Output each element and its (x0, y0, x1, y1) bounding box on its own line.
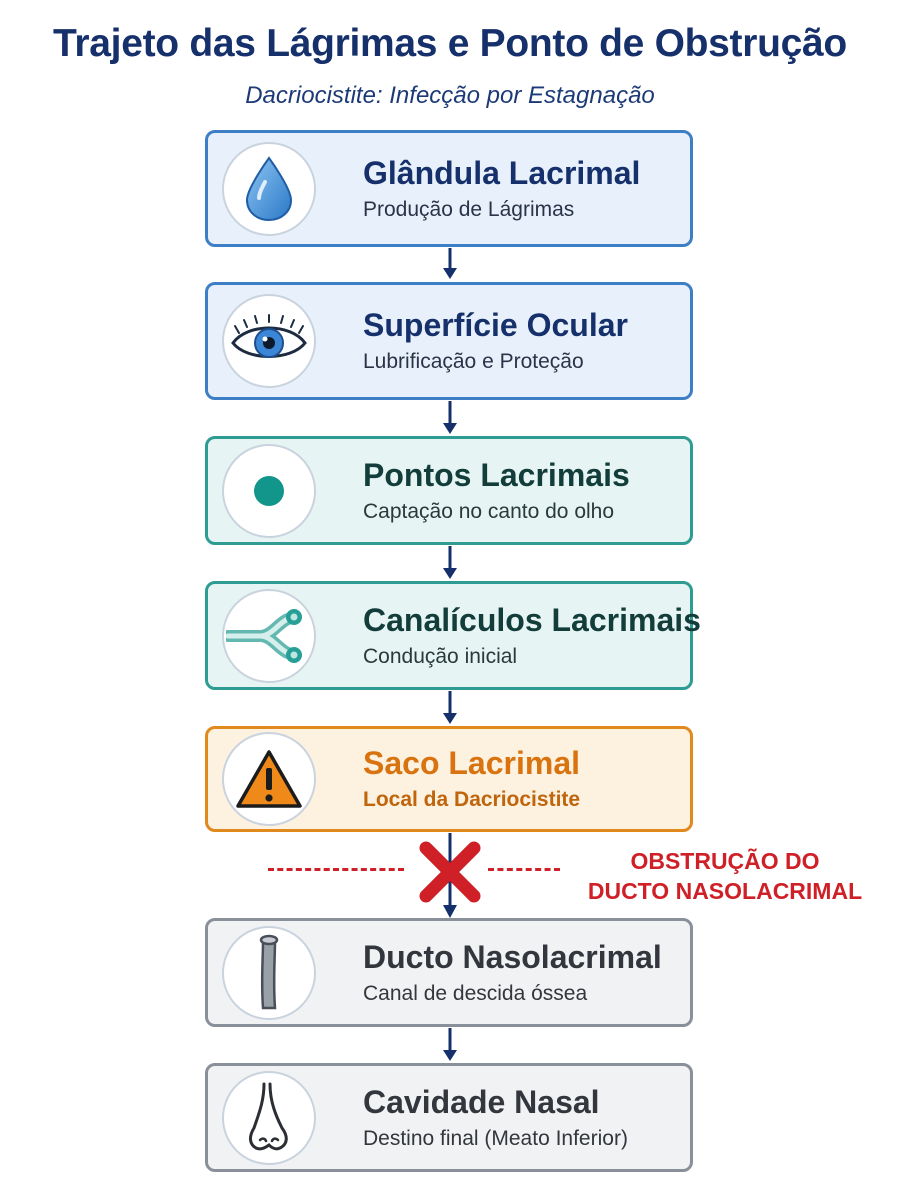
obstruction-dashed-line-left (268, 868, 404, 871)
dot-icon (254, 475, 284, 506)
icon-badge (222, 1070, 316, 1165)
blocked-x-icon (419, 841, 481, 903)
step-desc: Captação no canto do olho (363, 499, 615, 523)
step-desc: Canal de descida óssea (363, 981, 588, 1005)
down-arrow-icon (443, 1028, 457, 1061)
step-superficie-ocular: Superfície Ocular Lubrificação e Proteçã… (205, 282, 693, 400)
obstruction-label: OBSTRUÇÃO DO DUCTO NASOLACRIMAL (560, 846, 890, 906)
icon-badge (222, 732, 316, 826)
step-desc: Destino final (Meato Inferior) (363, 1126, 628, 1150)
down-arrow-icon (443, 401, 457, 434)
icon-badge (222, 141, 316, 236)
step-desc: Lubrificação e Proteção (363, 350, 584, 373)
eye-icon (231, 314, 307, 358)
page-title: Trajeto das Lágrimas e Ponto de Obstruçã… (53, 22, 847, 65)
step-name: Pontos Lacrimais (363, 456, 630, 493)
step-name: Superfície Ocular (363, 307, 628, 343)
nose-icon (249, 1082, 288, 1150)
step-pontos-lacrimais: Pontos Lacrimais Captação no canto do ol… (205, 436, 693, 545)
obstruction-label-line2: DUCTO NASOLACRIMAL (587, 878, 863, 904)
step-name: Saco Lacrimal (363, 745, 580, 781)
step-ducto-nasolacrimal: Ducto Nasolacrimal Canal de descida ósse… (205, 918, 693, 1027)
step-canaliculos-lacrimais: Canalículos Lacrimais Condução inicial (205, 581, 701, 690)
down-arrow-icon (443, 691, 457, 724)
icon-badge (222, 294, 316, 388)
step-cavidade-nasal: Cavidade Nasal Destino final (Meato Infe… (205, 1063, 693, 1172)
icon-badge (222, 925, 316, 1020)
step-name: Ducto Nasolacrimal (363, 938, 662, 975)
icon-badge (222, 443, 316, 538)
down-arrow-icon (443, 248, 457, 279)
warning-icon (236, 750, 302, 808)
step-glandula-lacrimal: Glândula Lacrimal Produção de Lágrimas (205, 130, 693, 247)
teardrop-icon (245, 155, 293, 221)
step-name: Glândula Lacrimal (363, 154, 641, 191)
page-subtitle: Dacriocistite: Infecção por Estagnação (245, 82, 655, 109)
step-name: Cavidade Nasal (363, 1083, 600, 1120)
step-desc: Condução inicial (363, 644, 518, 668)
tube-icon (259, 934, 279, 1009)
step-saco-lacrimal: Saco Lacrimal Local da Dacriocistite (205, 726, 693, 832)
obstruction-dashed-line-right (488, 868, 560, 871)
obstruction-label-line1: OBSTRUÇÃO DO (630, 848, 820, 874)
step-desc: Produção de Lágrimas (363, 197, 575, 221)
step-name: Canalículos Lacrimais (363, 601, 701, 638)
icon-badge (222, 588, 316, 683)
down-arrow-icon (443, 546, 457, 579)
branching-tube-icon (226, 608, 302, 663)
step-desc: Local da Dacriocistite (363, 788, 581, 811)
